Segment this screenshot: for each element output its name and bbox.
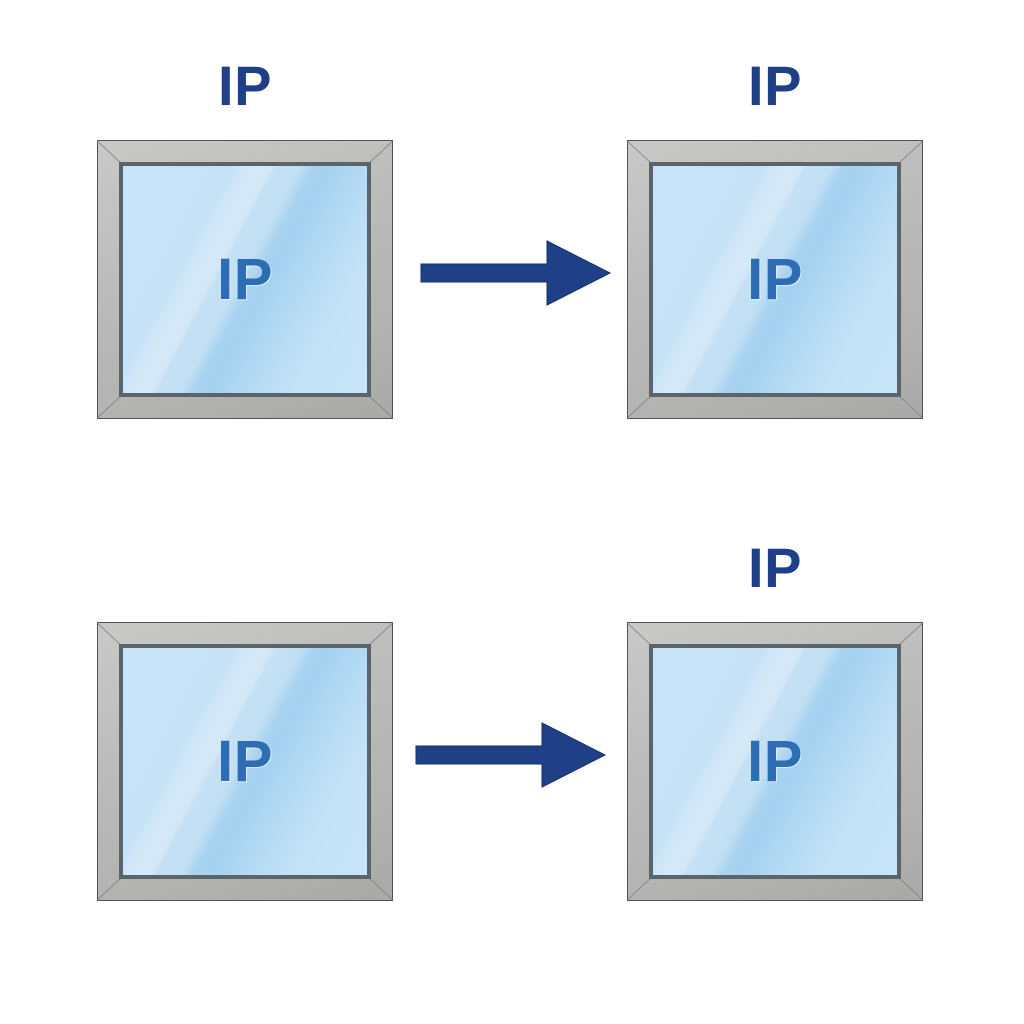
glass-lip: IP [649, 644, 901, 879]
window-frame-bottom-left[interactable]: IP [97, 622, 393, 901]
group-label-top-right: IP [748, 54, 802, 117]
glass-lip: IP [649, 162, 901, 397]
arrow-right-top [417, 236, 613, 310]
glass-pane [653, 166, 897, 393]
group-label-bottom-right: IP [748, 536, 802, 599]
glass-lip: IP [119, 644, 371, 879]
glass-label-top-right: IP [747, 247, 803, 312]
arrow-right-icon [415, 722, 607, 788]
window-frame-top-right[interactable]: IP [627, 140, 923, 419]
group-label-top-left: IP [218, 54, 272, 117]
arrow-right-bottom [412, 718, 608, 792]
glass-pane [123, 648, 367, 875]
glass-pane [653, 648, 897, 875]
glass-label-top-left: IP [217, 247, 273, 312]
arrow-right-icon [420, 240, 612, 306]
glass-label-bottom-left: IP [217, 729, 273, 794]
window-frame-top-left[interactable]: IP [97, 140, 393, 419]
glass-label-bottom-right: IP [747, 729, 803, 794]
window-frame-bottom-right[interactable]: IP [627, 622, 923, 901]
glass-lip: IP [119, 162, 371, 397]
glass-pane [123, 166, 367, 393]
